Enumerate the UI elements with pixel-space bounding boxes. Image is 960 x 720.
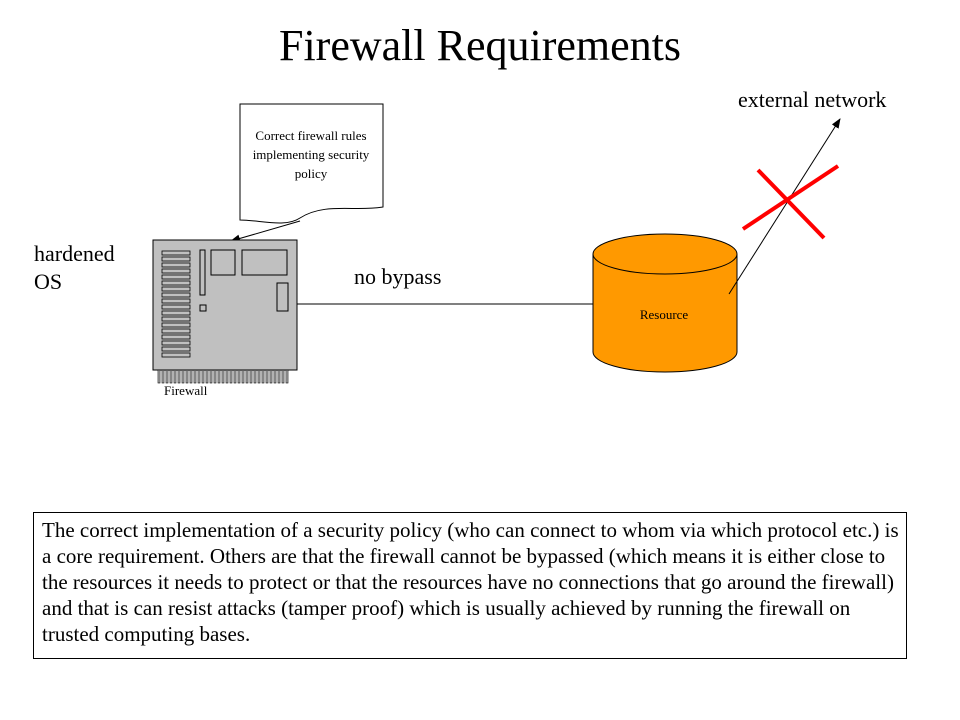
connector-pin: [257, 369, 261, 384]
connector-pin: [173, 369, 177, 384]
connector-pin: [209, 369, 213, 384]
vent-slot: [161, 250, 191, 256]
connector-pin: [241, 369, 245, 384]
connector-pin: [261, 369, 265, 384]
connector-pin: [221, 369, 225, 384]
connector-pin: [233, 369, 237, 384]
firewall-board-icon: [152, 239, 298, 384]
connector-pin: [217, 369, 221, 384]
connector-pin: [161, 369, 165, 384]
firewall-label: Firewall: [164, 383, 208, 398]
vent-slot: [161, 268, 191, 274]
vent-slot: [161, 340, 191, 346]
vent-slot: [161, 262, 191, 268]
connector-pin: [169, 369, 173, 384]
connector-pin: [201, 369, 205, 384]
connector-pin: [277, 369, 281, 384]
connector-pin: [181, 369, 185, 384]
connector-pin: [253, 369, 257, 384]
resource-label: Resource: [639, 307, 689, 322]
connector-pin: [237, 369, 241, 384]
vent-slot: [161, 280, 191, 286]
hardened-os-label: hardened OS: [34, 241, 115, 294]
description-box: The correct implementation of a security…: [33, 512, 907, 659]
connector-pin: [281, 369, 285, 384]
blocked-cross-icon: [741, 164, 840, 240]
callout-arrow: [230, 220, 301, 243]
vent-slot: [161, 256, 191, 262]
vent-slot: [161, 328, 191, 334]
connector-pin: [245, 369, 249, 384]
connector-pin: [265, 369, 269, 384]
connector-pin: [165, 369, 169, 384]
connector-pin: [157, 369, 161, 384]
connector-pin: [197, 369, 201, 384]
vent-slot: [161, 298, 191, 304]
vent-slot: [161, 286, 191, 292]
vent-slot: [161, 334, 191, 340]
connector-pin: [249, 369, 253, 384]
callout-note: [239, 103, 384, 224]
vent-slots: [161, 250, 191, 358]
vent-slot: [161, 316, 191, 322]
vent-slot: [161, 322, 191, 328]
resource-cylinder-icon: [592, 233, 738, 373]
vent-slot: [161, 352, 191, 358]
connector-pin: [229, 369, 233, 384]
external-arrow: [728, 118, 841, 295]
connector-pin: [285, 369, 289, 384]
no-bypass-label: no bypass: [354, 264, 442, 289]
external-network-label: external network: [738, 87, 887, 112]
connector-pin: [185, 369, 189, 384]
connector-pin: [205, 369, 209, 384]
connector-pin: [225, 369, 229, 384]
connector-pins: [157, 369, 289, 384]
vent-slot: [161, 274, 191, 280]
vent-slot: [161, 346, 191, 352]
connector-pin: [273, 369, 277, 384]
connector-pin: [177, 369, 181, 384]
slide-title: Firewall Requirements: [278, 21, 681, 70]
callout-text: Correct firewall rules implementing secu…: [252, 128, 370, 181]
vent-slot: [161, 310, 191, 316]
connector-pin: [189, 369, 193, 384]
vent-slot: [161, 292, 191, 298]
connector-pin: [269, 369, 273, 384]
vent-slot: [161, 304, 191, 310]
connector-pin: [193, 369, 197, 384]
connector-pin: [213, 369, 217, 384]
